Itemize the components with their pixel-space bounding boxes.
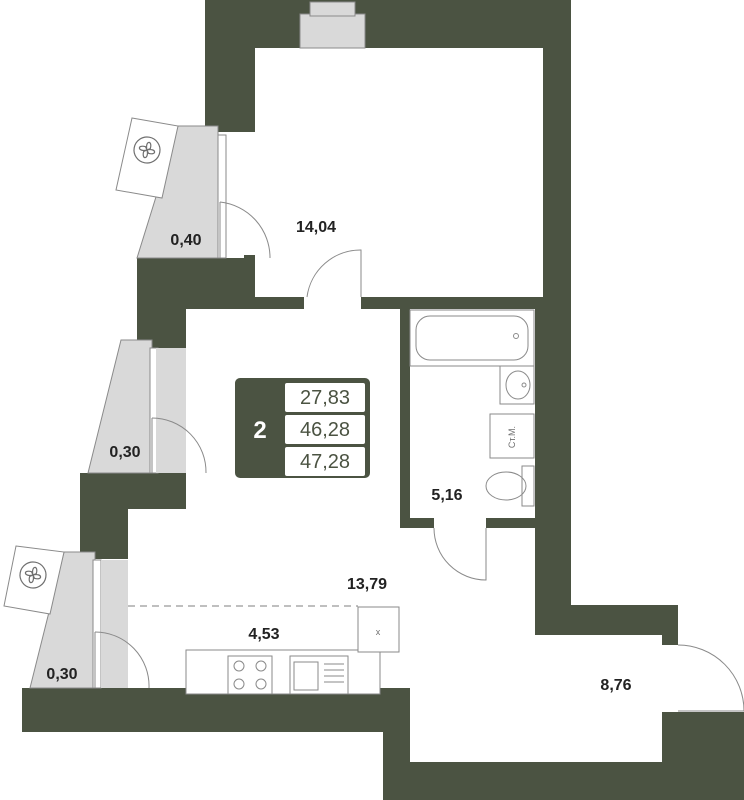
wall-right-lower bbox=[662, 712, 744, 800]
wall-right-outer bbox=[543, 0, 571, 612]
apartment-area-badge: 2 27,83 46,28 47,28 bbox=[235, 378, 370, 478]
ac-unit-bottom bbox=[3, 545, 65, 615]
wall-hall-top bbox=[535, 605, 672, 635]
wall-top bbox=[205, 0, 571, 48]
wall-bath-bottom-right bbox=[486, 518, 543, 528]
wall-bath-right bbox=[535, 300, 545, 635]
room-area-bedroom: 14,04 bbox=[296, 219, 336, 236]
wall-hall-jamb bbox=[662, 605, 678, 645]
room-area-bathroom: 5,16 bbox=[431, 487, 462, 504]
stove-icon bbox=[227, 655, 273, 695]
room-area-balcony-bottom: 0,30 bbox=[46, 666, 77, 683]
wall-bottom-right bbox=[383, 762, 665, 800]
rooms-count: 2 bbox=[253, 417, 266, 444]
washing-machine: Ст.М. bbox=[489, 413, 535, 459]
balcony-bottom bbox=[29, 551, 128, 689]
bathtub-icon bbox=[409, 309, 535, 367]
bathroom-fixtures: Ст.М. bbox=[409, 309, 535, 507]
room-area-balcony-top: 0,40 bbox=[170, 232, 201, 249]
wall-bedroom-left bbox=[205, 0, 255, 132]
washbasin-icon bbox=[499, 365, 535, 405]
total-with-balconies-value: 47,28 bbox=[300, 451, 350, 473]
room-area-hall: 8,76 bbox=[600, 677, 631, 694]
balcony-top bbox=[136, 125, 227, 259]
vent-duct-icon: x bbox=[357, 606, 400, 653]
wall-bedroom-bottom-right bbox=[361, 297, 543, 309]
fan-icon bbox=[19, 561, 47, 589]
wall-left-middle-down bbox=[80, 473, 128, 559]
vent-mark: x bbox=[376, 627, 381, 637]
walls bbox=[22, 0, 744, 800]
wall-bottom-left bbox=[22, 688, 410, 732]
ac-unit-top bbox=[115, 117, 179, 199]
ventilation-shaft bbox=[299, 1, 366, 49]
wall-bath-bottom-left bbox=[400, 518, 434, 528]
living-area-value: 27,83 bbox=[300, 387, 350, 409]
room-area-balcony-middle: 0,30 bbox=[109, 444, 140, 461]
washer-label: Ст.М. bbox=[507, 426, 517, 448]
balcony-middle bbox=[87, 339, 186, 474]
wall-left-upper-down bbox=[137, 258, 186, 348]
doors bbox=[94, 201, 744, 712]
wall-bath-left bbox=[400, 300, 410, 528]
toilet-icon bbox=[485, 465, 535, 507]
fan-icon bbox=[133, 136, 161, 164]
kitchen-counter: x bbox=[185, 606, 400, 695]
room-area-living-room: 13,79 bbox=[347, 576, 387, 593]
sink-icon bbox=[289, 655, 349, 695]
room-area-kitchen: 4,53 bbox=[248, 626, 279, 643]
total-area-value: 46,28 bbox=[300, 419, 350, 441]
